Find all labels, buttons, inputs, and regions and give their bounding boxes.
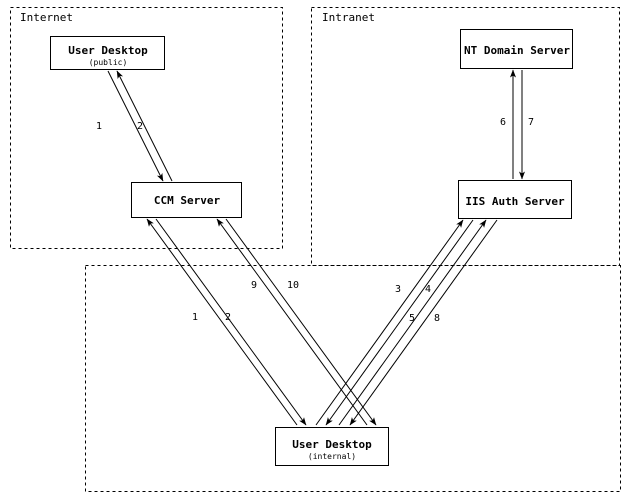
node-user-desktop-public-box[interactable] [50,36,165,70]
flow-10-ccm-to-internal-line [225,218,377,426]
node-ccm-server[interactable]: CCM Server [131,182,242,218]
edge-label-7: 7 [528,117,534,128]
flow-group-iis-internal-34 [315,219,474,426]
flow-9-internal-to-ccm-line [216,218,368,426]
flow-group-iis-internal-58 [338,219,498,426]
node-user-desktop-internal-box[interactable] [275,427,389,466]
node-ccm-server-title: CCM Server [154,194,221,207]
zone-internal-network [85,265,621,492]
edge-label-2-bottom: 2 [225,312,231,323]
node-iis-auth-server-box[interactable] [458,180,572,219]
node-nt-domain-server[interactable]: NT Domain Server [460,29,573,69]
edge-label-1-top: 1 [96,121,102,132]
flow-2-ccm-to-public-line [116,70,173,182]
edge-label-4: 4 [425,284,431,295]
zone-internet: Internet [10,7,283,249]
flow-3-internal-to-iis-line [315,219,464,426]
edge-label-3: 3 [395,284,401,295]
zone-internet-border [10,7,283,249]
node-user-desktop-public-subtitle: (public) [89,58,128,67]
edge-label-2-top: 2 [137,121,143,132]
flow-group-ccm-internal-910 [216,218,377,426]
flow-group-iis-nt [510,69,525,180]
flow-2-ccm-to-internal-line [155,218,307,426]
edge-step-labels: 1 2 6 7 9 10 3 4 1 2 5 8 [96,117,534,324]
flow-4-iis-to-internal-line [325,219,474,426]
edge-label-1-bottom: 1 [192,312,198,323]
edge-label-6: 6 [500,117,506,128]
flow-group-ccm-internal-12 [146,218,307,426]
flow-group-public-ccm [107,70,173,182]
flow-1-internal-to-ccm-line [146,218,298,426]
flow-5-internal-to-iis-line [338,219,487,426]
node-iis-auth-server[interactable]: IIS Auth Server [458,180,572,219]
node-user-desktop-public[interactable]: User Desktop (public) [50,36,165,70]
edge-label-10: 10 [287,280,299,291]
node-iis-auth-server-title: IIS Auth Server [465,195,565,208]
edge-label-9: 9 [251,280,257,291]
node-nt-domain-server-box[interactable] [460,29,573,69]
node-user-desktop-internal-title: User Desktop [292,438,372,451]
zone-internet-label: Internet [20,11,73,24]
zone-internal-border [85,265,621,492]
node-user-desktop-internal-subtitle: (internal) [308,452,356,461]
node-nt-domain-server-title: NT Domain Server [464,44,570,57]
edge-label-5: 5 [409,313,415,324]
flow-1-public-to-ccm-line [107,70,164,182]
node-user-desktop-public-title: User Desktop [68,44,148,57]
node-ccm-server-box[interactable] [131,182,242,218]
zone-intranet-label: Intranet [322,11,375,24]
node-user-desktop-internal[interactable]: User Desktop (internal) [275,427,389,466]
flow-8-iis-to-internal-line [349,219,498,426]
edge-label-8: 8 [434,313,440,324]
